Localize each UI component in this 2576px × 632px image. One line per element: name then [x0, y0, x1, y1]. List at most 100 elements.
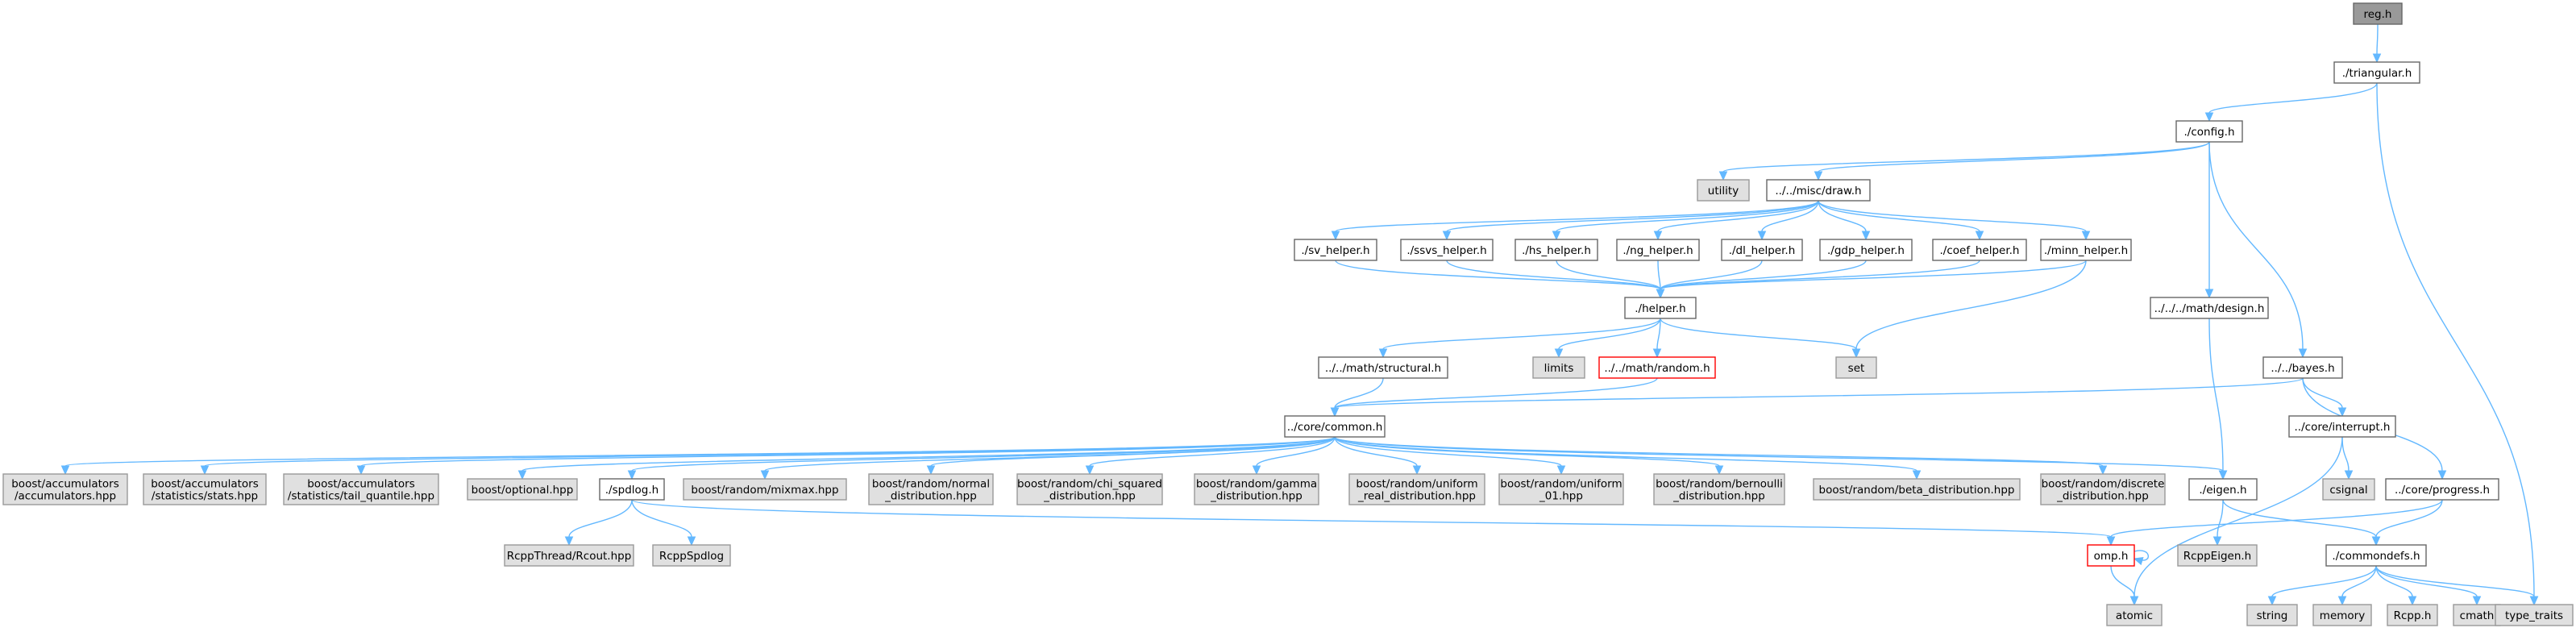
node-sv-helper[interactable]: ./sv_helper.h [1294, 239, 1377, 261]
node-box [2040, 473, 2166, 505]
edge-commondefs-to-rcpp [2375, 565, 2417, 606]
node-box [2387, 604, 2438, 626]
node-box [868, 473, 994, 505]
node-label: ./minn_helper.h [2044, 244, 2128, 257]
edge-spdlog-to-omp [631, 499, 2116, 547]
edge-arrowhead [2371, 536, 2381, 547]
edge-common-to-unifreal [1334, 436, 1422, 476]
edge-line [2375, 565, 2535, 597]
node-helper[interactable]: ./helper.h [1624, 297, 1697, 319]
node-label: ../core/common.h [1287, 421, 1383, 434]
edge-arrowhead [2129, 596, 2139, 606]
node-progress[interactable]: ../core/progress.h [2385, 478, 2499, 501]
node-triangular[interactable]: ./triangular.h [2333, 61, 2420, 84]
node-atomic: atomic [2106, 604, 2163, 626]
edge-eigen-to-rcppeigen [2212, 499, 2224, 547]
node-random[interactable]: ../../math/random.h [1598, 356, 1716, 379]
node-label: boost/accumulators [11, 478, 119, 491]
node-label: atomic [2116, 609, 2153, 622]
edge-interrupt-to-atomic [2129, 436, 2343, 606]
edge-common-to-beta [1334, 436, 1922, 480]
node-limits: limits [1532, 356, 1585, 379]
node-label: _real_distribution.hpp [1357, 490, 1476, 503]
node-bayes[interactable]: ../../bayes.h [2262, 356, 2343, 379]
node-dl-helper[interactable]: ./dl_helper.h [1721, 239, 1803, 261]
edge-line [204, 436, 1336, 467]
edge-arrowhead [2133, 556, 2144, 566]
node-box [2175, 120, 2243, 143]
edge-eigen-to-commondefs [2222, 499, 2381, 547]
edge-line [1558, 318, 1661, 350]
node-label: ./commondefs.h [2332, 550, 2420, 563]
node-label: boost/random/bernoulli [1656, 478, 1783, 491]
node-box [1294, 239, 1377, 261]
node-box [1016, 473, 1163, 505]
node-interrupt[interactable]: ../core/interrupt.h [2288, 415, 2396, 438]
edge-line [1761, 200, 1819, 232]
node-gdp-helper[interactable]: ./gdp_helper.h [1819, 239, 1913, 261]
node-box [2288, 415, 2396, 438]
edge-draw-to-ng_helper [1653, 200, 1819, 241]
node-label: Rcpp.h [2394, 609, 2432, 622]
edge-line [1556, 200, 1819, 232]
edge-helper-to-set [1660, 318, 1861, 359]
edge-line [631, 499, 2112, 538]
edge-arrowhead [1378, 348, 1388, 359]
edge-line [2375, 499, 2443, 538]
node-omp[interactable]: omp.h [2087, 544, 2135, 567]
node-label: boost/accumulators [307, 478, 415, 491]
edge-arrowhead [1814, 171, 1823, 181]
edge-line [2341, 565, 2377, 597]
node-design[interactable]: ../../../math/design.h [2150, 297, 2269, 319]
node-config[interactable]: ./config.h [2175, 120, 2243, 143]
edge-line [1657, 200, 1819, 232]
edge-spdlog-to-rcppspdlog [631, 499, 696, 547]
edge-arrowhead [687, 536, 696, 547]
edge-arrowhead [2529, 596, 2539, 606]
edge-line [1660, 318, 1857, 350]
edge-arrowhead [2344, 470, 2354, 480]
node-label: boost/random/chi_squared [1017, 478, 1162, 491]
node-label: RcppThread/Rcout.hpp [507, 550, 632, 563]
edge-arrowhead [2106, 536, 2116, 547]
node-label: boost/accumulators [151, 478, 259, 491]
edge-triangular-to-config [2204, 82, 2378, 123]
node-label: omp.h [2094, 550, 2129, 563]
node-label: cmath [2460, 609, 2495, 622]
edge-line [2271, 565, 2377, 597]
edge-line [1334, 436, 1418, 467]
edge-arrowhead [2337, 596, 2347, 606]
edge-line [1818, 200, 2087, 232]
node-minn-helper[interactable]: ./minn_helper.h [2040, 239, 2132, 261]
edge-line [631, 436, 1336, 472]
edge-arrowhead [2372, 53, 2382, 64]
edge-progress-to-commondefs [2371, 499, 2443, 547]
edge-line [1855, 260, 2087, 350]
node-label: ./ssvs_helper.h [1406, 244, 1486, 257]
node-commondefs[interactable]: ./commondefs.h [2325, 544, 2427, 567]
node-draw[interactable]: ../../misc/draw.h [1766, 179, 1871, 202]
edge-line [1334, 436, 1917, 472]
node-label: set [1848, 362, 1865, 375]
node-box [2333, 61, 2420, 84]
node-structural[interactable]: ../../math/structural.h [1318, 356, 1448, 379]
node-spdlog[interactable]: ./spdlog.h [599, 478, 665, 501]
node-ng-helper[interactable]: ./ng_helper.h [1616, 239, 1700, 261]
node-hs-helper[interactable]: ./hs_helper.h [1514, 239, 1598, 261]
node-label: _distribution.hpp [1672, 490, 1765, 503]
node-box [2246, 604, 2298, 626]
node-common[interactable]: ../core/common.h [1284, 415, 1386, 438]
edge-commondefs-to-type_traits [2375, 565, 2539, 606]
node-label: _01.hpp [1539, 490, 1583, 503]
edge-common-to-spdlog [627, 436, 1336, 480]
node-label: /statistics/tail_quantile.hpp [288, 490, 434, 503]
edge-line [1334, 377, 1384, 409]
node-box [2495, 604, 2574, 626]
edge-arrowhead [60, 465, 70, 476]
node-label: _distribution.hpp [2056, 490, 2149, 503]
node-coef-helper[interactable]: ./coef_helper.h [1932, 239, 2027, 261]
node-box [1498, 473, 1624, 505]
node-ssvs-helper[interactable]: ./ssvs_helper.h [1400, 239, 1494, 261]
node-eigen[interactable]: ./eigen.h [2188, 478, 2258, 501]
node-bern: boost/random/bernoulli_distribution.hpp [1653, 473, 1785, 505]
